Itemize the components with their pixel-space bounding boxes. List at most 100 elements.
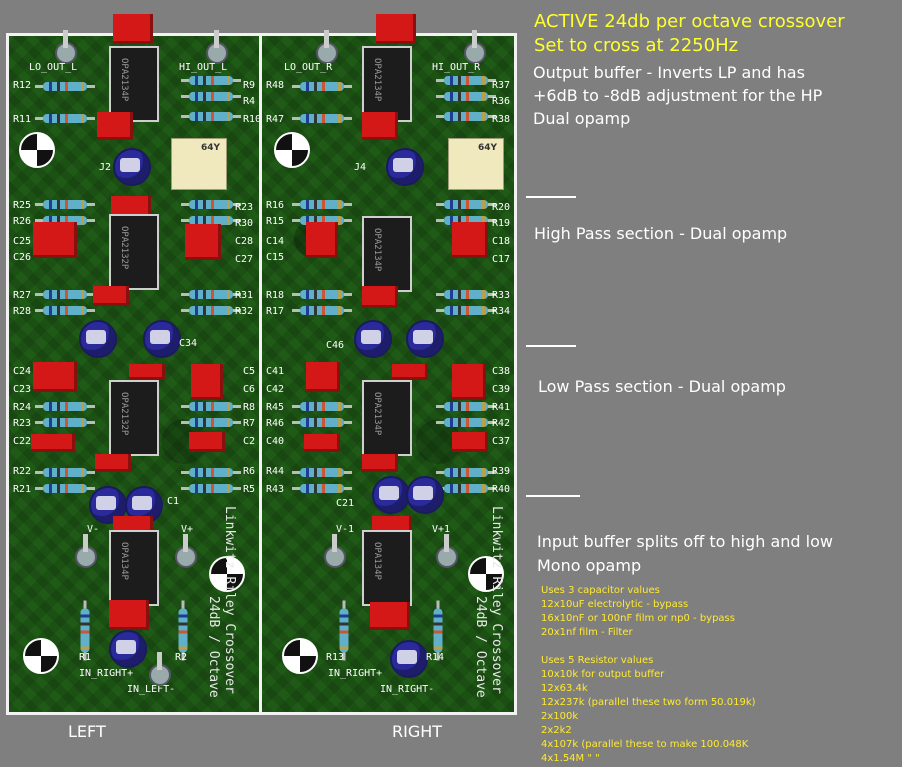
note-line: 4x1.54M " ": [541, 753, 600, 764]
ref-label: R22: [13, 466, 32, 477]
ref-label: C21: [336, 498, 355, 509]
resistor: [436, 290, 496, 299]
ref-label: R5: [243, 484, 256, 495]
note-line: [541, 640, 756, 654]
resistor: [436, 306, 496, 315]
ref-label: R24: [13, 402, 32, 413]
lo-out-right-pin: [316, 30, 338, 64]
ref-label: C26: [13, 252, 32, 263]
resistor: [35, 200, 95, 209]
electrolytic-capacitor: [89, 486, 127, 524]
electrolytic-capacitor: [79, 320, 117, 358]
hi-out-left-pin: [206, 30, 228, 64]
resistor: [436, 200, 496, 209]
ref-label: R2: [175, 652, 188, 663]
resistor: [181, 290, 241, 299]
ic-input-buffer-right: OPA134P: [362, 530, 412, 606]
v-plus-label: V+1: [432, 524, 451, 535]
electrolytic-capacitor: [109, 630, 147, 668]
capacitor: [452, 222, 488, 258]
ref-label: R33: [492, 290, 511, 301]
capacitor: [392, 364, 428, 380]
ref-label: J4: [354, 162, 367, 173]
ref-label: R13: [326, 652, 345, 663]
note-line: 2x100k: [541, 711, 579, 722]
capacitor: [97, 112, 133, 140]
ref-label: R18: [266, 290, 285, 301]
board-subtitle-vertical: 24dB / Octave: [206, 596, 221, 698]
in-minus-label: IN_RIGHT-: [380, 684, 435, 695]
ref-label: R1: [79, 652, 92, 663]
ref-label: R40: [492, 484, 511, 495]
capacitor: [376, 14, 416, 44]
input-pin: [149, 652, 171, 686]
left-channel-label: LEFT: [68, 722, 106, 741]
resistor: [35, 290, 95, 299]
title-line-2: Set to cross at 2250Hz: [534, 35, 739, 56]
in-plus-label: IN_RIGHT+: [79, 668, 134, 679]
capacitor: [362, 454, 398, 472]
ref-label: C22: [13, 436, 32, 447]
capacitor: [113, 516, 153, 534]
resistor: [292, 468, 352, 477]
capacitor: [31, 434, 75, 452]
ref-label: C18: [492, 236, 511, 247]
resistor: [35, 114, 95, 123]
title-line-1: ACTIVE 24db per octave crossover: [534, 11, 845, 32]
ref-label: C46: [326, 340, 345, 351]
ref-label: C17: [492, 254, 511, 265]
resistor: [292, 114, 352, 123]
ref-label: R38: [492, 114, 511, 125]
lo-out-left-label: LO_OUT_L: [29, 62, 78, 73]
ref-label: C15: [266, 252, 285, 263]
resistor: [292, 290, 352, 299]
resistor: [181, 402, 241, 411]
capacitor: [189, 432, 225, 452]
capacitor: [306, 362, 340, 392]
ref-label: J2: [99, 162, 112, 173]
capacitor: [362, 286, 398, 308]
resistor: [339, 608, 349, 653]
capacitor: [452, 364, 486, 400]
capacitor: [95, 454, 131, 472]
ref-label: R26: [13, 216, 32, 227]
capacitor: [372, 516, 412, 534]
resistor: [35, 82, 95, 91]
ref-label: C28: [235, 236, 254, 247]
ref-label: C41: [266, 366, 285, 377]
electrolytic-capacitor: [390, 640, 428, 678]
note-line: 4x107k (parallel these to make 100.048K: [541, 739, 749, 750]
divider-line: [526, 196, 576, 198]
ref-label: R42: [492, 418, 511, 429]
ref-label: R48: [266, 80, 285, 91]
v-minus-label: V-: [87, 524, 100, 535]
hi-out-right-pin: [464, 30, 486, 64]
ic-output-buffer-left: OPA2134P: [109, 46, 159, 122]
ref-label: R36: [492, 96, 511, 107]
v-plus-label: V+: [181, 524, 194, 535]
ref-label: C2: [243, 436, 256, 447]
v-plus-pin: [436, 534, 458, 568]
ref-label: R45: [266, 402, 285, 413]
resistor: [436, 418, 496, 427]
electrolytic-capacitor: [406, 320, 444, 358]
capacitor: [33, 222, 77, 258]
divider-line: [526, 495, 580, 497]
resistor: [181, 306, 241, 315]
ref-label: R27: [13, 290, 32, 301]
note-line: Uses 5 Resistor values: [541, 655, 654, 666]
capacitor: [113, 14, 153, 44]
note-line: Uses 3 capacitor values: [541, 585, 660, 596]
note-line: 12x63.4k: [541, 683, 588, 694]
ref-label: R16: [266, 200, 285, 211]
ref-label: C6: [243, 384, 256, 395]
ref-label: R43: [266, 484, 285, 495]
resistor: [35, 484, 95, 493]
ref-label: R47: [266, 114, 285, 125]
highpass-desc: High Pass section - Dual opamp: [534, 224, 788, 243]
v-minus-label: V-1: [336, 524, 355, 535]
in-plus-label: IN_RIGHT+: [328, 668, 383, 679]
capacitor: [33, 362, 77, 392]
board-title-vertical: Linkwitz Riley Crossover: [489, 506, 504, 694]
ref-label: R11: [13, 114, 32, 125]
